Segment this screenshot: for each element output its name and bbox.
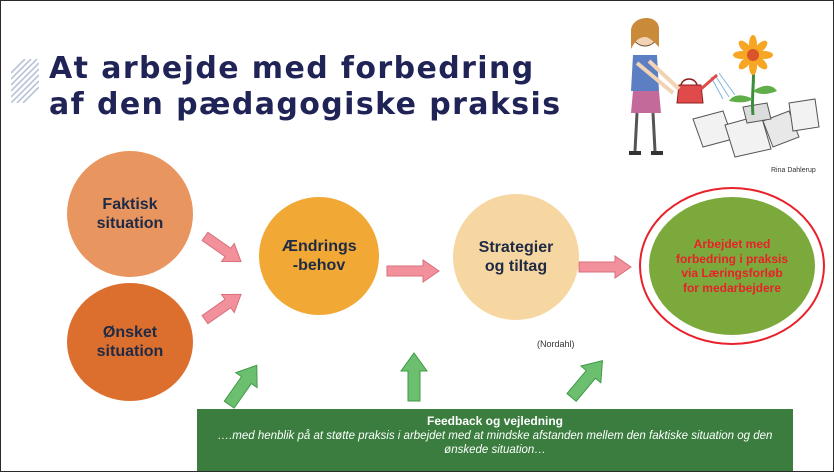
striped-lines-icon — [11, 59, 39, 103]
girl-watering-flower-illustration — [629, 17, 820, 158]
node-arbejdet-med-forbedring: Arbejdet med forbedring i praksis via Læ… — [649, 197, 815, 335]
title-line-1: At arbejde med forbedring — [49, 51, 535, 86]
node-aendrings-label: Ændrings -behov — [282, 238, 357, 274]
source-note: (Nordahl) — [537, 339, 575, 349]
node-arbejdet-label: Arbejdet med forbedring i praksis via Læ… — [675, 237, 789, 295]
flow-arrow-onsket-aendrings — [201, 293, 242, 325]
flow-arrow-aendrings-strategier — [386, 259, 440, 283]
feedback-arrow-strategier — [566, 359, 603, 402]
flow-arrow-faktisk-aendrings — [201, 231, 242, 263]
node-strategier-og-tiltag: Strategier og tiltag — [453, 194, 579, 320]
node-onsket-label: Ønsket situation — [96, 324, 164, 360]
feedback-subtitle: ….med henblik på at støtte praksis i arb… — [217, 430, 773, 456]
node-onsket-situation: Ønsket situation — [67, 283, 193, 401]
slide-title: At arbejde med forbedring af den pædagog… — [49, 51, 562, 123]
node-faktisk-situation: Faktisk situation — [67, 151, 193, 277]
highlight-ring — [639, 187, 825, 345]
illustration-credit: Rina Dahlerup — [771, 167, 816, 174]
flow-arrow-strategier-arbejdet — [578, 255, 632, 279]
node-aendrings-behov: Ændrings -behov — [259, 197, 379, 315]
feedback-title: Feedback og vejledning — [426, 414, 564, 428]
feedback-arrow-onsket — [223, 364, 258, 409]
feedback-banner: Feedback og vejledning ….med henblik på … — [197, 409, 793, 471]
node-faktisk-label: Faktisk situation — [96, 196, 164, 232]
feedback-arrow-aendrings — [400, 352, 428, 402]
node-strategier-label: Strategier og tiltag — [478, 239, 554, 275]
title-line-2: af den pædagogiske praksis — [49, 87, 562, 122]
